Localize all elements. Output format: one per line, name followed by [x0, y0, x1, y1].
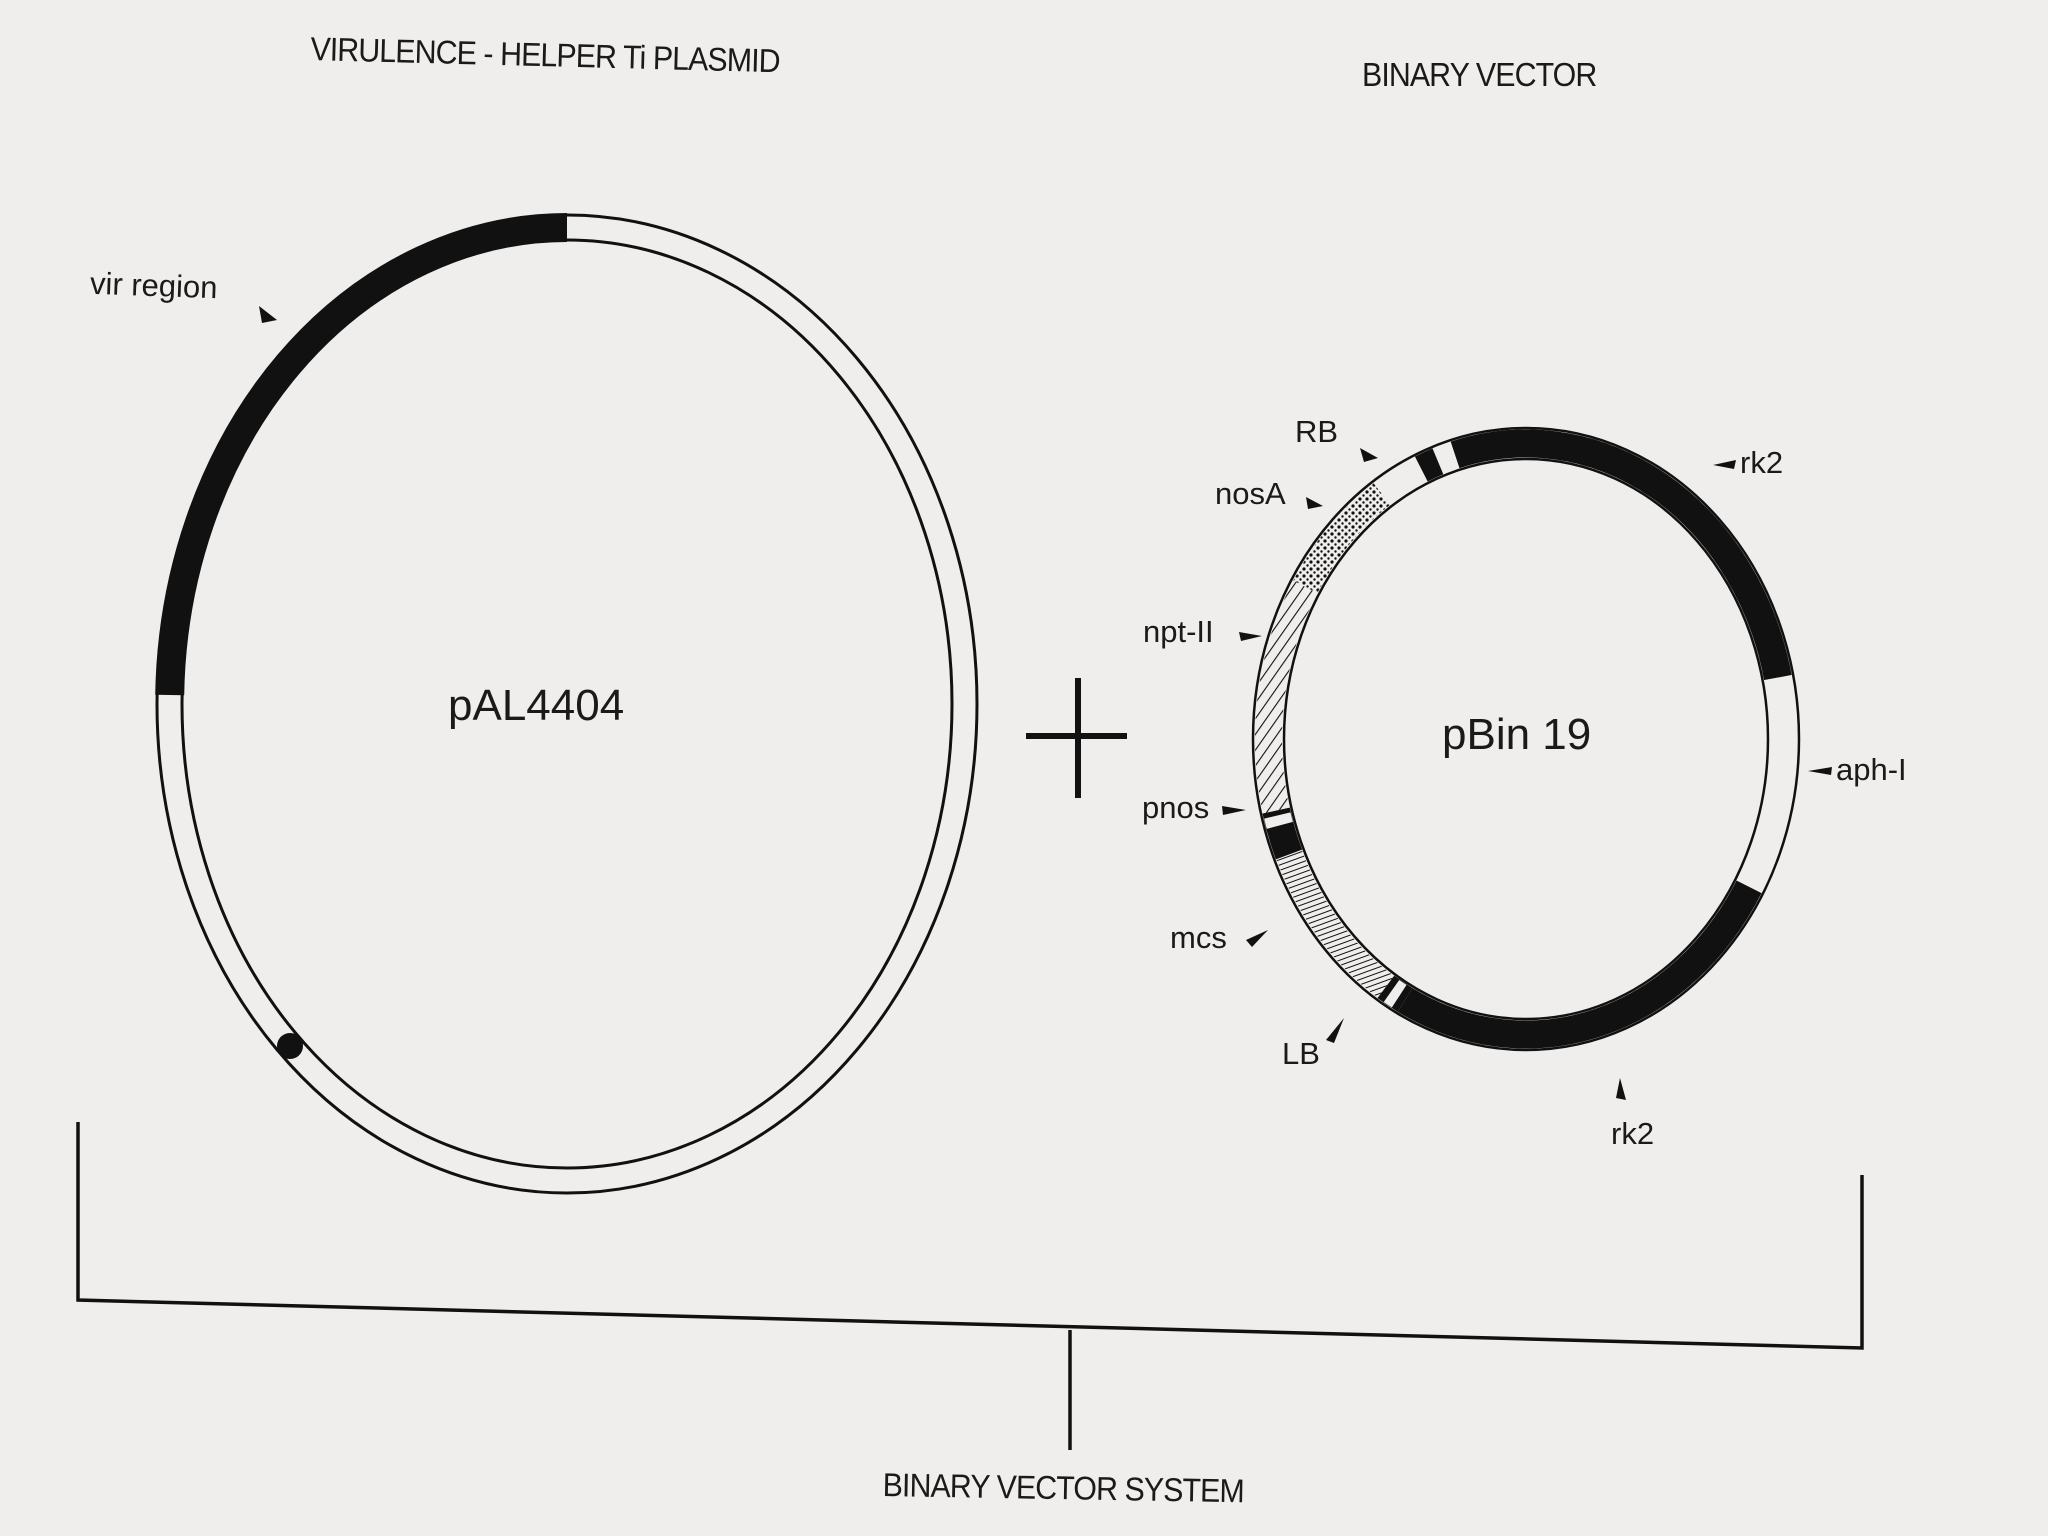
mcs-arrow [1246, 930, 1268, 947]
rk2-segment-top [1450, 429, 1792, 681]
binary-vector-system-title: BINARY VECTOR SYSTEM [882, 1466, 1245, 1510]
mcs-label: mcs [1170, 920, 1227, 955]
binary-vector-outer-ring [1251, 426, 1801, 1052]
rb-segment [1414, 448, 1444, 482]
rb-arrow [1360, 448, 1378, 462]
rk2-bottom-arrow [1616, 1078, 1626, 1100]
helper-plasmid-outer-ring [155, 213, 979, 1195]
pnos-break [1264, 812, 1293, 829]
aph-i-label: aph-I [1836, 752, 1907, 787]
helper-plasmid [155, 213, 979, 1195]
system-bracket [76, 1122, 1864, 1450]
rb-break [1437, 442, 1460, 473]
pnos-arrow [1222, 806, 1246, 815]
mcs-segment [1276, 849, 1394, 998]
origin-dot [277, 1033, 303, 1059]
plus-sign [1026, 678, 1127, 798]
binary-vector-inner-ring [1282, 457, 1770, 1021]
lb-label: LB [1282, 1036, 1320, 1071]
rk2-top-arrow [1713, 460, 1736, 469]
rb-label: RB [1295, 414, 1339, 449]
binary-vector-plasmid [1222, 426, 1832, 1100]
lb-break [1383, 979, 1407, 1008]
pnos-label: pnos [1142, 790, 1210, 825]
npt-ii-segment [1254, 580, 1318, 814]
rk2-top-label: rk2 [1740, 445, 1784, 480]
pnos-segment [1262, 807, 1303, 860]
helper-plasmid-name: pAL4404 [448, 681, 625, 730]
nosa-label: nosA [1215, 476, 1286, 511]
binary-vector-title: BINARY VECTOR [1362, 56, 1597, 93]
rk2-bottom-label: rk2 [1611, 1116, 1655, 1151]
aph-i-segment [1736, 675, 1797, 893]
nosa-arrow [1306, 497, 1323, 509]
vir-region-segment [155, 213, 568, 696]
npt-ii-label: npt-II [1143, 614, 1214, 649]
rb-gap-segment [1373, 456, 1428, 505]
nosa-segment [1293, 483, 1391, 594]
label-pointers [1222, 448, 1832, 1100]
binary-vector-name: pBin 19 [1442, 710, 1592, 759]
vir-region-arrow [259, 306, 277, 323]
rk2-segment-bottom [1397, 880, 1762, 1049]
npt-arrow [1239, 632, 1262, 641]
aph-arrow [1808, 767, 1832, 775]
vir-region-label: vir region [89, 265, 219, 306]
lb-arrow [1326, 1018, 1344, 1043]
